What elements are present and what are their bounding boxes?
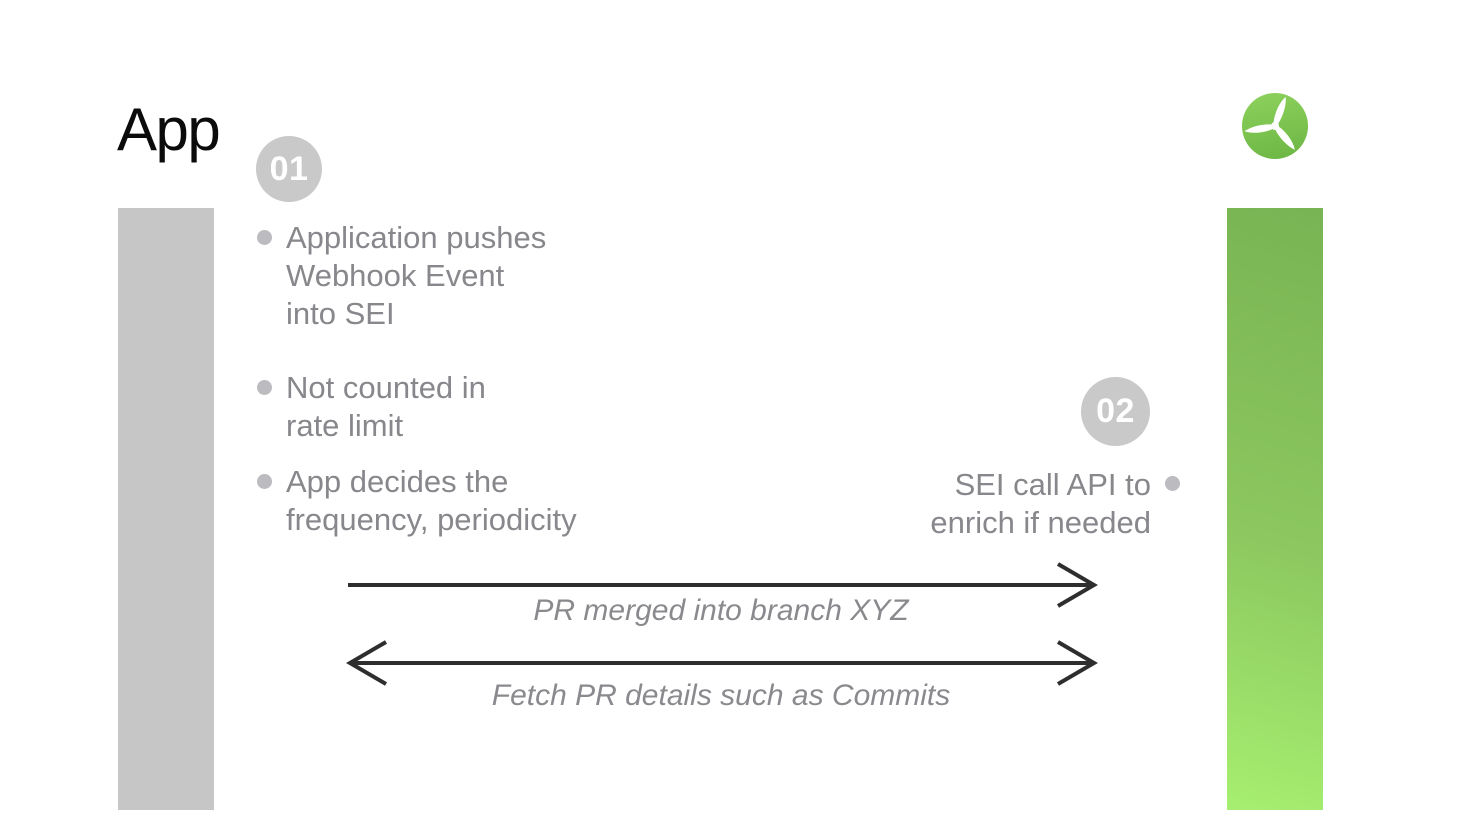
step-2-note-text: SEI call API to enrich if needed	[930, 467, 1151, 540]
page-title: App	[117, 96, 221, 163]
arrow-both-directions-icon	[346, 640, 1098, 686]
bullet-text: Not counted in rate limit	[286, 370, 486, 443]
bullet-dot-icon	[257, 380, 272, 395]
list-item: App decides the frequency, periodicity	[257, 463, 577, 539]
step-2-number: 02	[1096, 392, 1135, 430]
arrow-both-label: Fetch PR details such as Commits	[491, 679, 951, 712]
arrow-forward-label: PR merged into branch XYZ	[533, 594, 909, 627]
list-item: SEI call API to enrich if needed	[815, 466, 1180, 542]
sei-column-bar	[1227, 208, 1323, 810]
step-2-badge: 02	[1081, 377, 1150, 446]
turbine-icon	[1242, 93, 1308, 159]
list-item: Not counted in rate limit	[257, 369, 486, 445]
sei-logo	[1241, 92, 1309, 160]
list-item: Application pushes Webhook Event into SE…	[257, 219, 546, 333]
step-1-number: 01	[269, 149, 309, 188]
bullet-dot-icon	[257, 230, 272, 245]
bullet-dot-icon	[257, 474, 272, 489]
arrow-right-icon	[348, 562, 1098, 608]
step-1-badge: 01	[256, 136, 322, 202]
app-column-bar	[118, 208, 214, 810]
bullet-text: App decides the frequency, periodicity	[286, 464, 577, 537]
bullet-dot-icon	[1165, 476, 1180, 491]
bullet-text: Application pushes Webhook Event into SE…	[286, 220, 547, 331]
